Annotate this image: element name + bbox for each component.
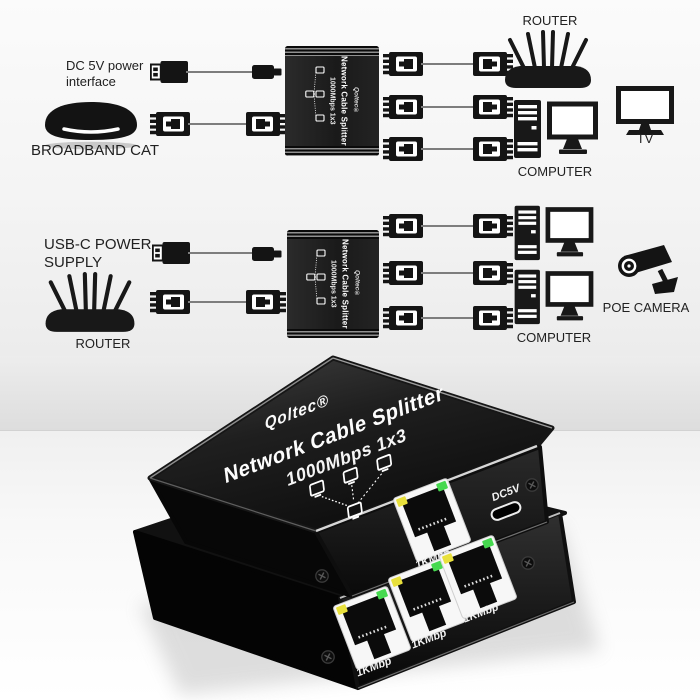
splitter-ports-icon	[304, 66, 325, 122]
usbc-power-line2: SUPPLY	[44, 254, 103, 271]
usb-plug-icon	[252, 245, 282, 263]
ethernet-cable	[188, 301, 246, 303]
ethernet-cable	[421, 272, 473, 274]
computer-label: COMPUTER	[517, 164, 593, 179]
splitter-ports-icon	[305, 249, 326, 305]
rj45-connector-icon	[150, 112, 190, 136]
computer-label: COMPUTER	[516, 330, 592, 345]
rj45-connector-icon	[246, 290, 286, 314]
usbc-port	[490, 501, 522, 521]
product-photo: Qoltec® Network Cable Splitter 1000Mbps …	[133, 355, 600, 695]
splitter-device-diagram-2: 1000Mbps 1x3 Network Cable Splitter Qolt…	[287, 230, 379, 338]
usbc-power-label: USB-C POWER SUPPLY	[44, 236, 184, 272]
router-label: ROUTER	[75, 336, 131, 351]
router-icon	[44, 272, 136, 334]
ethernet-cable	[188, 123, 248, 125]
rj45-connector-icon	[383, 306, 423, 330]
poe-camera-label: POE CAMERA	[602, 300, 690, 315]
ethernet-cable	[421, 225, 473, 227]
ethernet-cable	[421, 106, 473, 108]
screw	[521, 556, 535, 570]
poe-camera-icon	[612, 240, 684, 302]
screw	[525, 478, 539, 492]
split-diagram-icons	[308, 453, 393, 522]
tv-icon	[616, 86, 674, 136]
rj45-connector-icon	[150, 290, 190, 314]
ethernet-cable	[421, 317, 473, 319]
usb-cable	[186, 71, 252, 73]
computer-icon	[514, 96, 598, 160]
splitter-title: Network Cable Splitter	[339, 56, 349, 146]
rj45-connector-icon	[473, 137, 513, 161]
usb-a-plug-icon	[152, 242, 190, 264]
usb-plug-icon	[252, 63, 282, 81]
screw	[321, 650, 335, 664]
dc-power-line2: interface	[66, 73, 116, 89]
heatsink-fins	[285, 46, 379, 57]
heatsink-fins	[287, 328, 379, 338]
ethernet-cable	[421, 63, 473, 65]
router-icon	[504, 30, 592, 90]
heatsink-fins	[285, 145, 379, 156]
usb-a-plug-icon	[150, 61, 188, 83]
splitter-title: Network Cable Splitter	[340, 239, 350, 329]
dc-power-label: DC 5V power interface	[66, 58, 196, 89]
rj45-connector-icon	[473, 214, 513, 238]
computer-icon	[512, 266, 596, 326]
dc-power-line1: DC 5V power	[66, 58, 144, 73]
splitter-brand: Qoltec®	[352, 87, 360, 115]
rj45-connector-icon	[383, 137, 423, 161]
rj45-connector-icon	[473, 306, 513, 330]
heatsink-fins	[287, 230, 379, 240]
splitter-subtitle: 1000Mbps 1x3	[328, 77, 336, 125]
rj45-connector-icon	[473, 95, 513, 119]
ethernet-cable	[421, 148, 473, 150]
splitter-body: 1000Mbps 1x3 Network Cable Splitter Qolt…	[285, 56, 379, 146]
tv-label: TV	[636, 131, 654, 146]
screw	[315, 569, 329, 583]
rj45-connector-icon	[383, 214, 423, 238]
rj45-connector-icon	[383, 261, 423, 285]
broadband-cat-label: BROADBAND CAT	[30, 142, 160, 159]
usb-cable	[188, 252, 252, 254]
computer-icon	[512, 202, 596, 262]
rj45-connector-icon	[246, 112, 286, 136]
router-label: ROUTER	[522, 13, 578, 28]
rj45-connector-icon	[473, 261, 513, 285]
rj45-connector-icon	[383, 52, 423, 76]
splitter-body: 1000Mbps 1x3 Network Cable Splitter Qolt…	[287, 239, 379, 329]
splitter-brand: Qoltec®	[353, 270, 361, 298]
usbc-power-line1: USB-C POWER	[44, 236, 152, 253]
rj45-connector-icon	[383, 95, 423, 119]
splitter-subtitle: 1000Mbps 1x3	[329, 260, 337, 308]
splitter-device-diagram-1: 1000Mbps 1x3 Network Cable Splitter Qolt…	[285, 46, 379, 156]
